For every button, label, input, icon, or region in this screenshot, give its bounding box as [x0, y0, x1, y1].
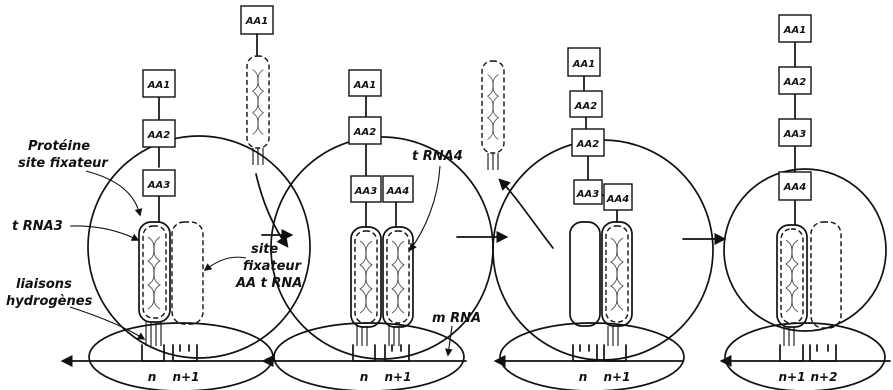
trna-site-n-inner [143, 226, 166, 318]
aa2-label: AA2 [353, 127, 376, 138]
label-aa-trna: AA t RNA [235, 276, 302, 291]
aa1-label: AA1 [572, 59, 595, 70]
label-hydrogenes: hydrogènes [6, 294, 93, 309]
annotations-left: Protéine site fixateur t RNA3 liaisons h… [6, 139, 303, 339]
pointer-trna4 [410, 166, 440, 250]
ribosome-small-subunit [274, 323, 464, 390]
position-n-plus-1: n+1 [779, 370, 806, 384]
label-liaisons: liaisons [16, 277, 72, 292]
hydrogen-bonds [608, 326, 618, 346]
arrow-trna-exit [500, 180, 553, 248]
position-n: n [579, 370, 588, 384]
label-trna4: t RNA4 [412, 149, 463, 164]
stage-4: AA1 AA2 AA3 AA4 n+1 n+2 [722, 15, 890, 390]
position-n-plus-1: n+1 [604, 370, 631, 384]
outgoing-trna [482, 61, 553, 248]
aa3b-label: AA3 [576, 189, 599, 200]
incoming-aa-label: AA1 [245, 16, 268, 27]
position-n-plus-2: n+2 [811, 370, 838, 384]
empty-site-n [570, 222, 600, 326]
aa4-label: AA4 [386, 186, 409, 197]
aa1-label: AA1 [783, 25, 806, 36]
codon-n-plus-1 [780, 345, 803, 361]
aa1-label: AA1 [147, 80, 170, 91]
label-proteine: Protéine [28, 139, 90, 154]
pointer-site-fixateur [205, 257, 246, 270]
aa3-label: AA3 [354, 186, 377, 197]
position-n: n [360, 370, 369, 384]
pointer-liaisons [70, 307, 144, 339]
position-n: n [148, 370, 157, 384]
incoming-trna-aa4: AA1 [241, 6, 287, 246]
aa3-label: AA2 [576, 139, 599, 150]
label-trna3: t RNA3 [12, 219, 63, 234]
label-mrna: m RNA [432, 311, 481, 326]
empty-site-n-plus-2 [811, 222, 841, 328]
aa4-label: AA4 [783, 182, 806, 193]
ribosome-small-subunit [500, 323, 684, 390]
pointer-trna3 [70, 226, 138, 240]
position-n-plus-1: n+1 [385, 370, 412, 384]
label-site-fixateur: site fixateur [18, 156, 109, 171]
aa2-label: AA2 [147, 130, 170, 141]
ribosome-large-subunit [493, 140, 713, 360]
aa3-label: AA3 [147, 180, 170, 191]
aa2-label: AA2 [574, 101, 597, 112]
aa3-label: AA3 [783, 129, 806, 140]
aa4-label: AA4 [606, 194, 629, 205]
position-n-plus-1: n+1 [173, 370, 200, 384]
aa2-label: AA2 [783, 77, 806, 88]
codon-n-plus-2 [810, 345, 836, 361]
label-site: site [251, 242, 278, 257]
aa1-label: AA1 [353, 80, 376, 91]
hydrogen-bonds [357, 326, 399, 346]
empty-site-n-plus-1 [172, 222, 203, 324]
stage-3: AA1 AA2 AA2 AA3 AA4 n n+1 [493, 48, 713, 390]
stage-2: AA1 AA2 AA3 AA4 n n+1 t RNA4 m RNA [264, 70, 493, 390]
